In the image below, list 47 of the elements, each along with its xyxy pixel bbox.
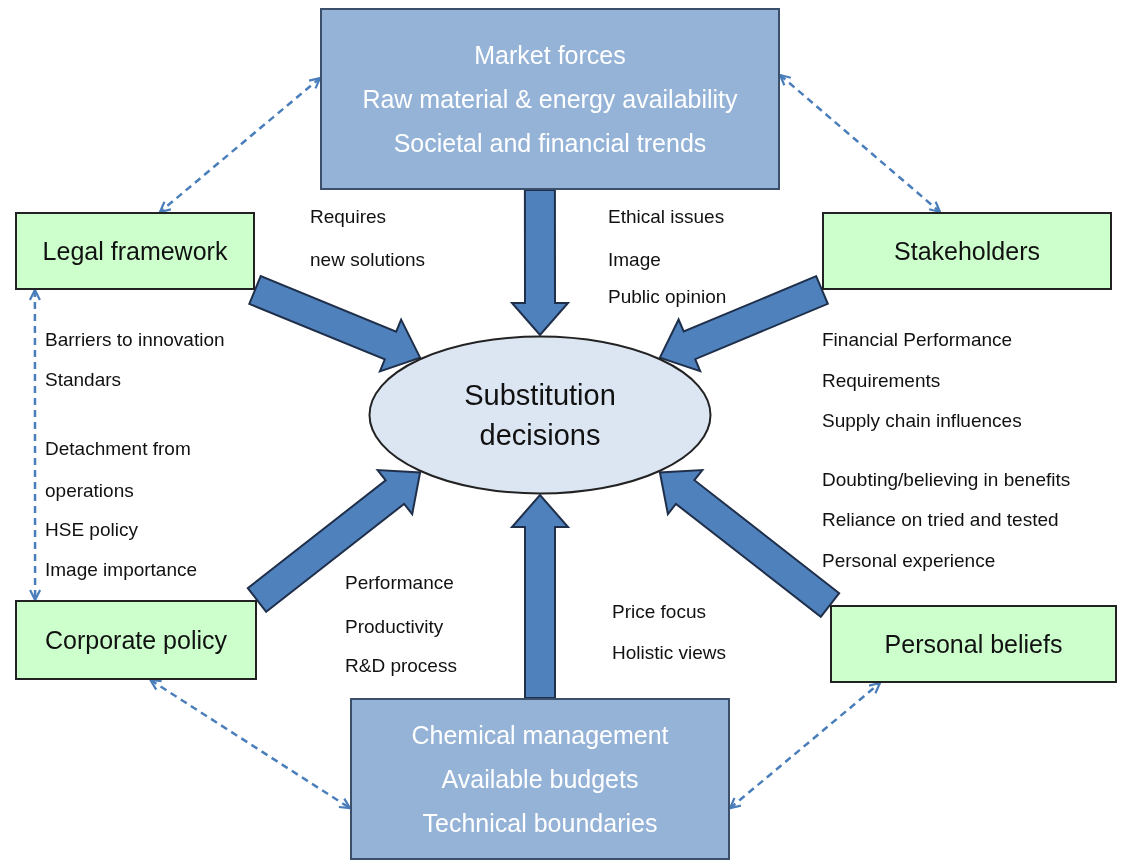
factor-note: Productivity [345,615,444,639]
factor-note: Price focus [612,600,706,624]
factor-note: Detachment from operations [45,437,192,503]
block-arrow [509,493,571,699]
factor-note: Holistic views [612,641,727,665]
factor-note: Financial Performance [822,328,1013,352]
dashed-double-arrow [28,288,42,602]
factor-note: Ethical issues [608,205,725,229]
factor-text: Market forces [474,40,626,71]
factor-note: HSE policy [45,518,138,542]
decision-text: Substitution decisions [463,378,617,453]
factor-note: Requires [310,205,387,229]
influence-box [830,605,1117,683]
factor-text: Societal and financial trends [393,128,707,159]
factor-text: Technical boundaries [422,808,658,839]
factor-note: R&D process [345,654,457,678]
factor-box [320,8,780,190]
factor-note: Performance [345,571,454,595]
block-arrow [246,468,422,614]
factor-note: Supply chain influences [822,409,1022,433]
factor-note: Barriers to innovation [45,328,225,352]
dashed-double-arrow [158,77,322,214]
box-label: Stakeholders [894,236,1040,266]
factor-note: Standars [45,368,122,392]
block-arrow [509,189,571,337]
factor-note: Doubting/believing in benefits [822,468,1071,492]
factor-text: Available budgets [441,764,639,795]
factor-note: Public opinion [608,285,727,309]
box-label: Personal beliefs [884,629,1063,659]
factor-box [350,698,730,860]
influence-box [15,600,257,680]
influence-box [822,212,1112,290]
factor-note: Requirements [822,369,941,393]
factor-note: Personal experience [822,549,996,573]
factor-note: Image [608,248,661,272]
factor-note: Image importance [45,558,198,582]
influence-box [15,212,255,290]
factor-note: new solutions [310,248,426,272]
factor-text: Chemical management [411,720,669,751]
block-arrow [658,274,830,373]
factor-text: Raw material & energy availability [362,84,738,115]
dashed-double-arrow [149,678,352,810]
block-arrow [248,274,422,374]
box-label: Legal framework [42,236,228,266]
factor-note: Reliance on tried and tested [822,508,1059,532]
box-label: Corporate policy [45,625,227,655]
block-arrow [658,468,841,619]
